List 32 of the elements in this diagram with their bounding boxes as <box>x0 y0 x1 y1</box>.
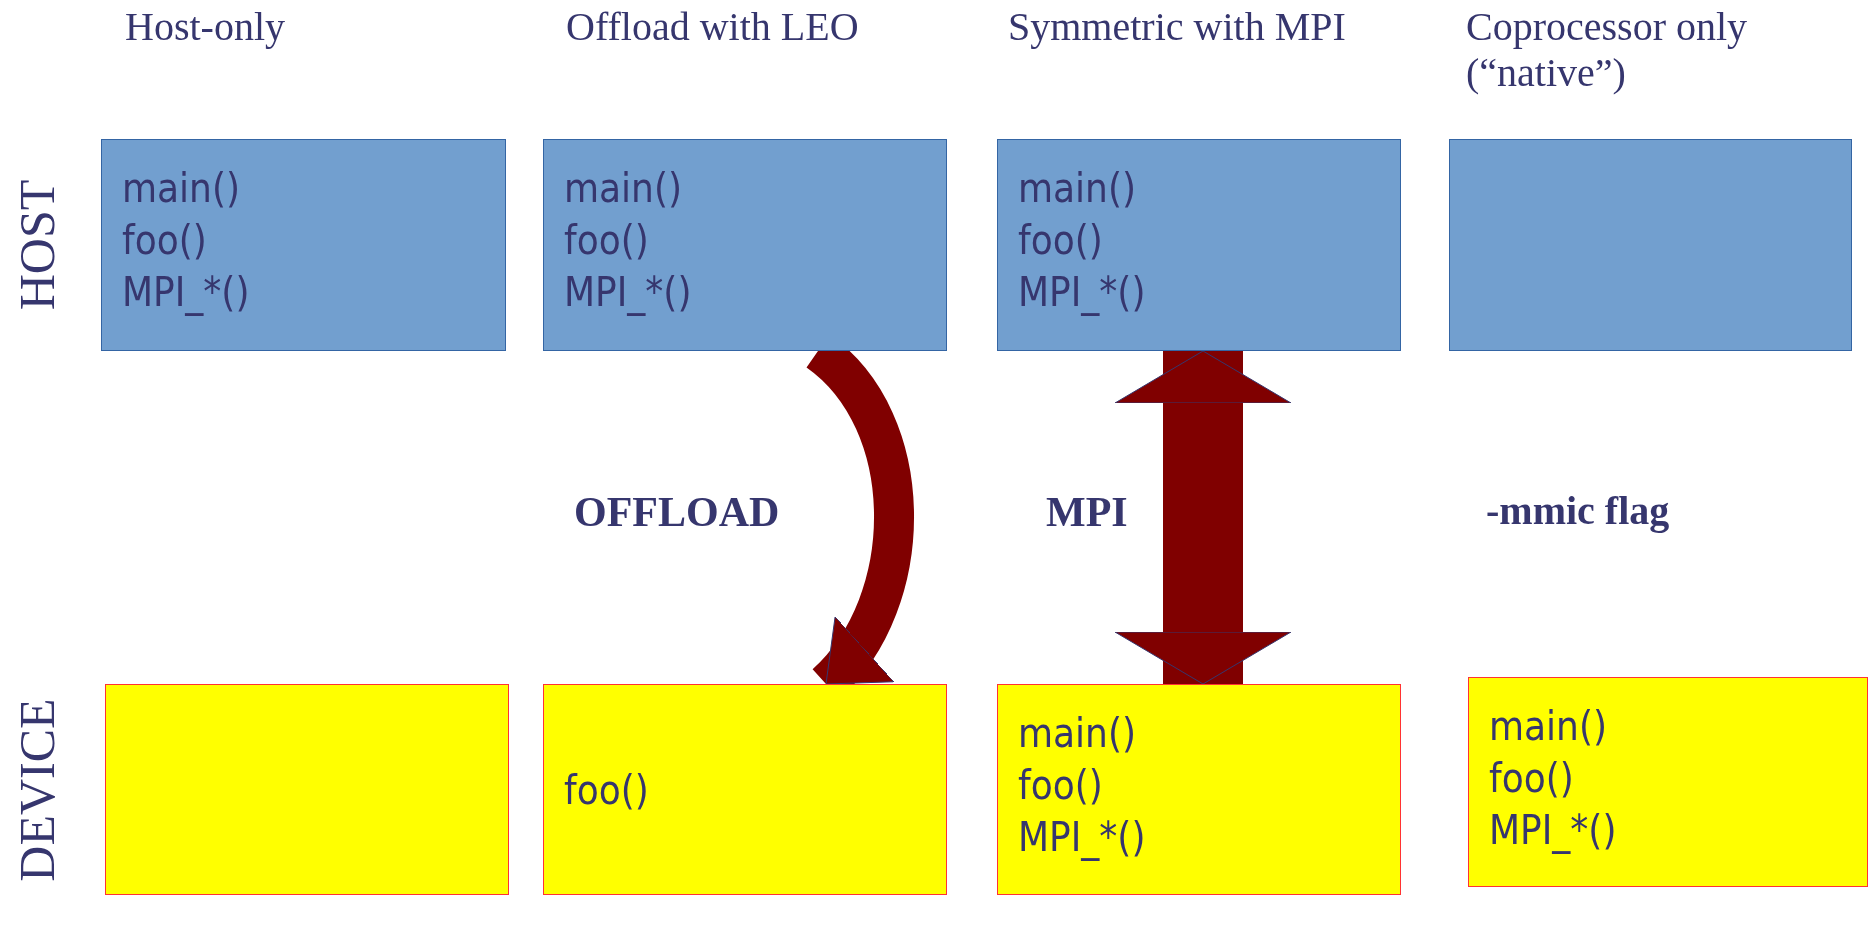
note-text: -mmic flag <box>1486 488 1671 534</box>
code-text: foo() <box>122 216 207 265</box>
row-label: DEVICE <box>9 698 67 882</box>
column-heading: Symmetric with MPI <box>1008 4 1347 50</box>
process-box <box>543 139 947 351</box>
code-text: MPI_*() <box>564 268 692 318</box>
code-text: foo() <box>564 216 649 265</box>
code-text: MPI_*() <box>1018 268 1146 318</box>
code-text: main() <box>1489 702 1607 751</box>
code-text: foo() <box>1018 761 1103 810</box>
code-text: MPI_*() <box>1489 806 1617 856</box>
code-text: main() <box>122 164 240 213</box>
column-heading: Offload with LEO <box>566 4 860 50</box>
code-text: MPI_*() <box>1018 813 1146 863</box>
code-text: main() <box>1018 709 1136 758</box>
column-heading: Coprocessor only (“native”) <box>1466 4 1749 96</box>
process-box <box>997 684 1401 895</box>
code-text: foo() <box>1489 754 1574 803</box>
process-box <box>543 684 947 895</box>
process-box <box>101 139 506 351</box>
column-heading: Host-only <box>125 4 286 50</box>
process-box <box>1449 139 1852 351</box>
code-text: main() <box>1018 164 1136 213</box>
process-box <box>105 684 509 895</box>
process-box <box>997 139 1401 351</box>
process-box <box>1468 677 1868 887</box>
code-text: main() <box>564 164 682 213</box>
code-text: foo() <box>1018 216 1103 265</box>
row-label: HOST <box>9 179 67 311</box>
code-text: foo() <box>564 765 649 815</box>
double-arrow <box>1114 350 1292 685</box>
code-text: MPI_*() <box>122 268 250 318</box>
